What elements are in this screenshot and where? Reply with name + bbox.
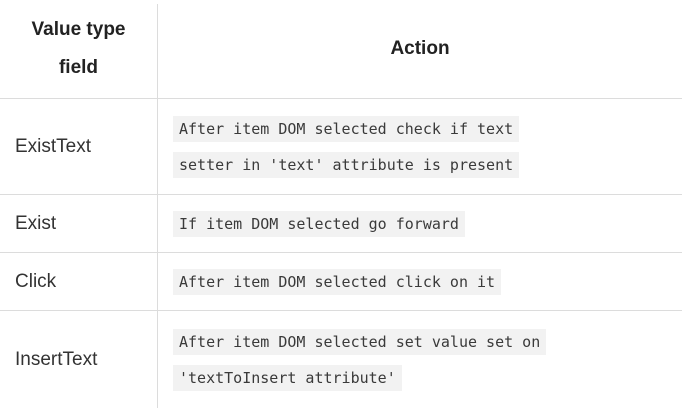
row-field-existtext: ExistText xyxy=(15,135,92,157)
table-row: ExistText After item DOM selected check … xyxy=(0,99,682,195)
action-code-line: 'textToInsert attribute' xyxy=(173,365,402,391)
header-field-line1: Value type xyxy=(31,19,126,40)
row-action-cell: After item DOM selected check if text se… xyxy=(158,99,682,194)
row-field-click: Click xyxy=(15,270,57,292)
action-code-line: If item DOM selected go forward xyxy=(173,210,465,237)
action-code-line: After item DOM selected click on it xyxy=(173,268,502,295)
column-divider xyxy=(157,4,158,408)
table-header-row: Value type field Action xyxy=(0,0,682,99)
header-field-line2: field xyxy=(58,57,99,78)
row-action-cell: If item DOM selected go forward xyxy=(158,195,682,252)
action-code: After item DOM selected click on it xyxy=(173,264,502,300)
table-row: InsertText After item DOM selected set v… xyxy=(0,311,682,409)
row-action-cell: After item DOM selected click on it xyxy=(158,253,682,310)
action-code: After item DOM selected set value set on… xyxy=(173,324,547,396)
table-row: Click After item DOM selected click on i… xyxy=(0,253,682,311)
row-action-cell: After item DOM selected set value set on… xyxy=(158,311,682,409)
table-row: Exist If item DOM selected go forward xyxy=(0,195,682,253)
action-code-line: After item DOM selected set value set on xyxy=(173,329,547,355)
row-field-exist: Exist xyxy=(15,212,57,234)
row-field-inserttext: InsertText xyxy=(15,349,98,370)
header-value-type-field: Value type field xyxy=(0,0,157,98)
action-code: If item DOM selected go forward xyxy=(173,206,465,242)
action-code: After item DOM selected check if text se… xyxy=(173,111,520,183)
action-code-line: setter in 'text' attribute is present xyxy=(173,151,520,178)
header-action: Action xyxy=(390,38,450,59)
action-code-line: After item DOM selected check if text xyxy=(173,115,520,142)
